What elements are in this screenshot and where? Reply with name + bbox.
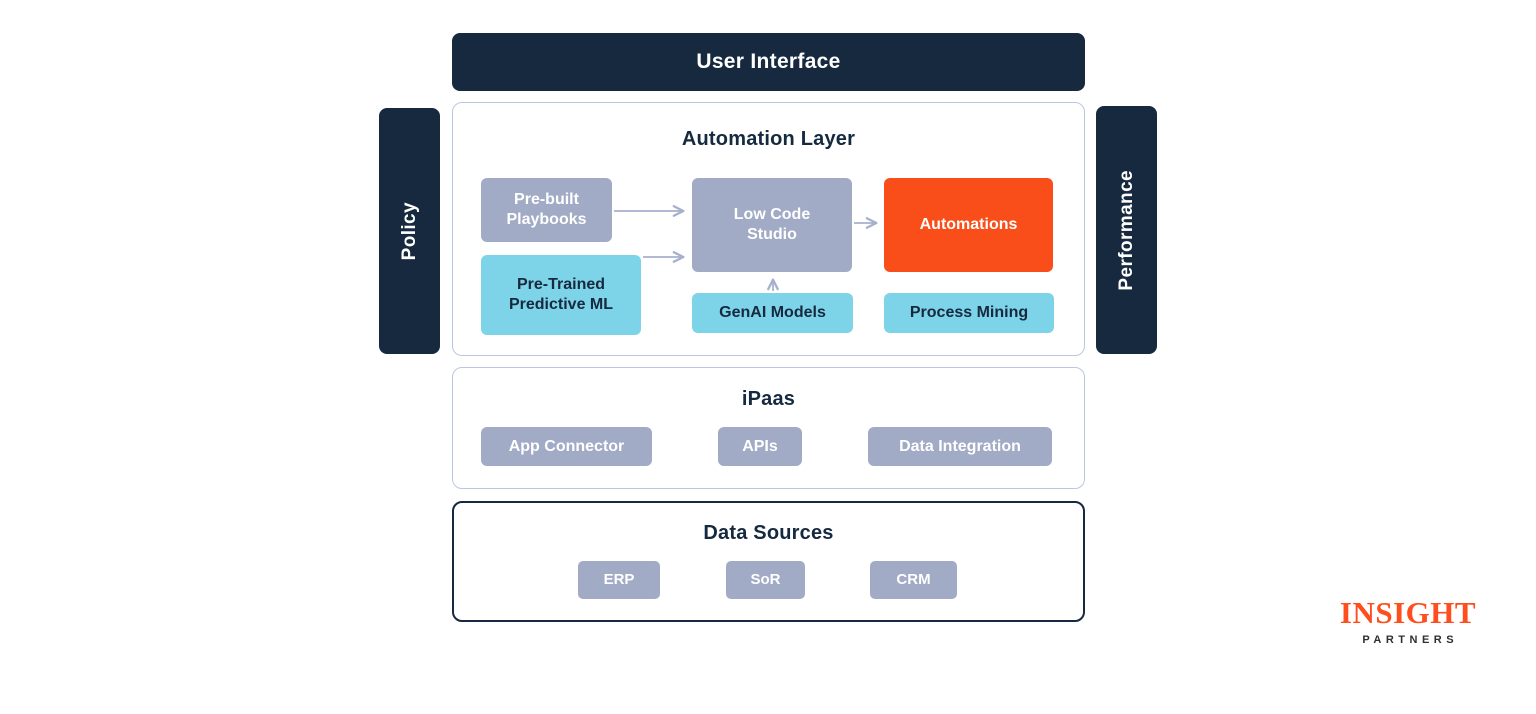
insight-partners-logo: INSIGHT PARTNERS — [1330, 597, 1486, 646]
node-genai-models-label: GenAI Models — [719, 304, 826, 321]
user-interface-bar: User Interface — [452, 33, 1085, 91]
node-sor-label: SoR — [750, 570, 781, 588]
node-data-integration: Data Integration — [868, 427, 1052, 466]
performance-bar: Performance — [1096, 106, 1157, 354]
node-pre-trained-predictive-ml: Pre-Trained Predictive ML — [481, 255, 641, 335]
node-crm-label: CRM — [896, 570, 931, 588]
data-sources-title: Data Sources — [703, 522, 834, 544]
logo-subtext: PARTNERS — [1362, 634, 1459, 646]
node-app-connector: App Connector — [481, 427, 652, 466]
automation-layer-title: Automation Layer — [681, 128, 856, 150]
node-data-integration-label: Data Integration — [899, 437, 1021, 455]
performance-label: Performance — [1115, 169, 1137, 291]
data-sources-section — [452, 501, 1085, 622]
node-sor: SoR — [726, 561, 805, 599]
node-app-connector-label: App Connector — [508, 437, 625, 455]
node-pre-built-playbooks: Pre-built Playbooks — [481, 178, 612, 242]
node-process-mining-label: Process Mining — [909, 304, 1029, 321]
node-pre-trained-predictive-ml-label: Pre-Trained Predictive ML — [508, 276, 614, 313]
node-genai-models: GenAI Models — [692, 293, 853, 333]
node-process-mining: Process Mining — [884, 293, 1054, 333]
node-automations-label: Automations — [919, 216, 1018, 233]
node-apis: APIs — [718, 427, 802, 466]
node-erp: ERP — [578, 561, 660, 599]
node-pre-built-playbooks-label: Pre-built Playbooks — [506, 191, 587, 228]
ipaas-title: iPaas — [741, 388, 796, 410]
node-erp-label: ERP — [603, 570, 635, 588]
user-interface-label: User Interface — [696, 50, 841, 73]
node-low-code-studio-label: Low Code Studio — [733, 206, 811, 243]
policy-bar: Policy — [379, 108, 440, 354]
policy-label: Policy — [398, 201, 420, 261]
logo-wordmark: INSIGHT — [1339, 595, 1477, 630]
node-automations: Automations — [884, 178, 1053, 272]
node-apis-label: APIs — [742, 437, 778, 455]
node-low-code-studio: Low Code Studio — [692, 178, 852, 272]
node-crm: CRM — [870, 561, 957, 599]
